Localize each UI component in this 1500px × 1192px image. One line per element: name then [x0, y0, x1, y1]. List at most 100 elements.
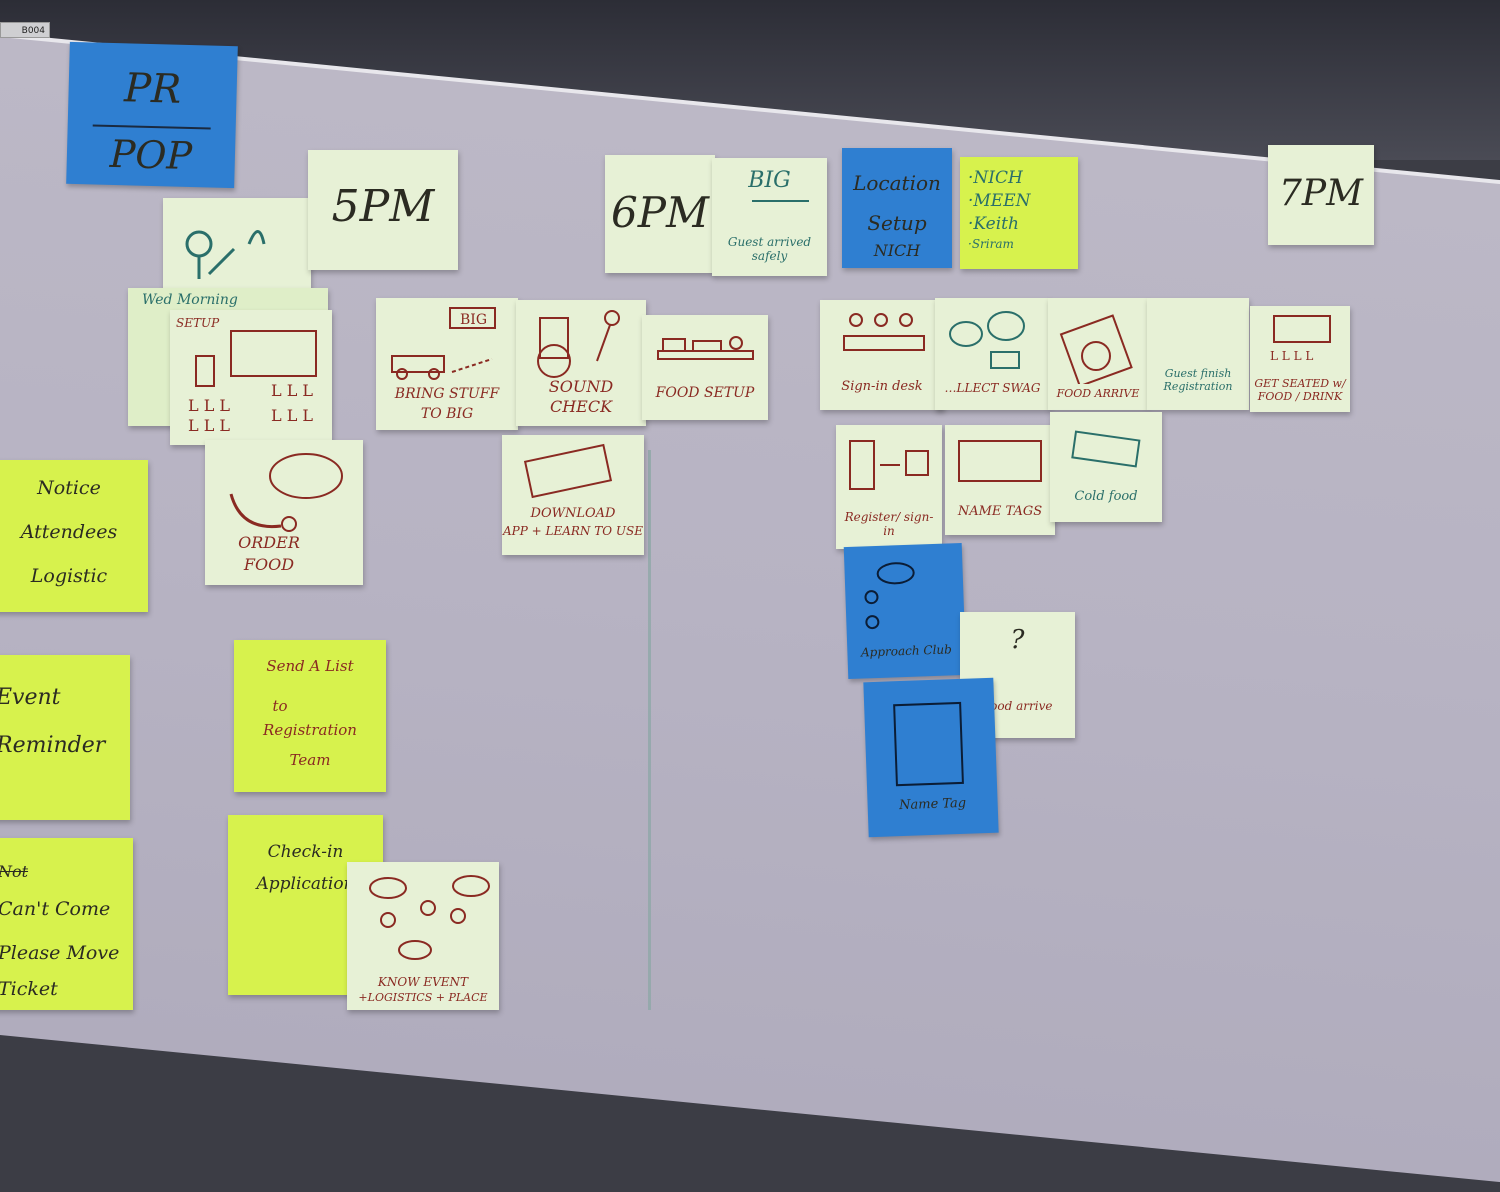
note-bring-stuff[interactable]: BIG BRING STUFF TO BIG [376, 298, 518, 430]
sketch [893, 701, 964, 787]
note-get-seated[interactable]: L L L L GET SEATED w/ FOOD / DRINK [1250, 306, 1350, 412]
note-text: Check-in [267, 842, 344, 862]
note-text: Ticket [0, 978, 58, 1000]
note-text: 5PM [331, 181, 435, 232]
note-5pm[interactable]: 5PM [308, 150, 458, 270]
note-text: Wed Morning [142, 292, 238, 308]
sketch [843, 313, 925, 351]
note-event-reminder[interactable]: Event Reminder [0, 655, 130, 820]
sketch [369, 875, 490, 960]
svg-text:L L L: L L L [271, 381, 313, 400]
note-text: NAME TAGS [957, 504, 1043, 519]
sketch: L L L L [1270, 315, 1331, 363]
sketch [1059, 314, 1133, 384]
note-send-list[interactable]: Send A List to Registration Team [234, 640, 386, 792]
note-text: PR [123, 65, 182, 113]
note-food-setup[interactable]: FOOD SETUP [642, 315, 768, 420]
board-tag: B004 [0, 22, 50, 38]
note-text: NICH [873, 241, 921, 260]
note-text: TO BIG [420, 406, 474, 422]
note-text: KNOW EVENT [377, 975, 469, 989]
note-text: Registration [263, 721, 357, 739]
team-name: ·Keith [968, 213, 1019, 234]
note-text: Name Tag [898, 795, 967, 814]
note-sound-check[interactable]: SOUND CHECK [516, 300, 646, 426]
note-text: BRING STUFF [394, 386, 500, 402]
note-text: +LOGISTICS + PLACE [358, 991, 488, 1004]
note-name-tags[interactable]: NAME TAGS [945, 425, 1055, 535]
note-text: Reminder [0, 733, 106, 758]
sketch [185, 230, 266, 279]
note-approach-club[interactable]: Approach Club [843, 542, 967, 680]
note-6pm[interactable]: 6PM [605, 155, 715, 273]
divider [92, 124, 211, 130]
note-team-names[interactable]: ·NICH ·MEEN ·Keith ·Sriram [960, 157, 1078, 269]
note-text: SOUND [548, 377, 614, 396]
note-cant-come[interactable]: Not Can't Come Please Move Ticket [0, 838, 133, 1010]
note-location-setup[interactable]: Location Setup NICH [842, 148, 952, 268]
note-text: Cold food [1074, 489, 1138, 504]
note-text: Approach Club [860, 642, 953, 660]
sketch: BIG [391, 307, 496, 380]
note-know-event[interactable]: KNOW EVENT +LOGISTICS + PLACE [347, 862, 499, 1010]
note-pr-pop[interactable]: PR POP [66, 41, 238, 189]
note-text: ORDER [238, 533, 300, 552]
note-text: …LLECT SWAG [944, 381, 1041, 395]
note-text: Guest arrived safely [727, 235, 812, 263]
note-collect-swag[interactable]: …LLECT SWAG [935, 298, 1050, 410]
note-text: FOOD ARRIVE [1056, 387, 1140, 400]
note-food-arrive[interactable]: FOOD ARRIVE [1048, 298, 1148, 410]
svg-text:L L L: L L L [188, 416, 230, 435]
team-list: ·NICH ·MEEN ·Keith ·Sriram [968, 167, 1031, 252]
sketch [849, 440, 929, 490]
note-text: Not [0, 862, 29, 881]
note-text: Sign-in desk [841, 379, 923, 394]
note-text: DOWNLOAD [530, 506, 616, 521]
svg-text:L L L: L L L [271, 406, 313, 425]
sketch [523, 443, 613, 499]
note-text: ? [1010, 625, 1025, 655]
note-text: Can't Come [0, 898, 111, 920]
note-name-tag-blue[interactable]: Name Tag [863, 677, 999, 838]
note-text: Setup [867, 211, 927, 235]
note-text: Guest finish Registration [1163, 367, 1233, 393]
note-text: Notice [37, 477, 101, 499]
note-cold-food[interactable]: Cold food [1050, 412, 1162, 522]
sketch [949, 311, 1025, 369]
note-7pm[interactable]: 7PM [1268, 145, 1374, 245]
note-text: 6PM [611, 188, 709, 237]
note-sketch-bulb[interactable] [163, 198, 311, 298]
note-text: BIG [748, 168, 791, 193]
note-guest-arrived[interactable]: BIG Guest arrived safely [712, 158, 827, 276]
note-order-food[interactable]: ORDER FOOD [205, 440, 363, 585]
note-text: Send A List [266, 657, 354, 675]
note-text: APP + LEARN TO USE [503, 524, 643, 538]
note-notice-attendees[interactable]: Notice Attendees Logistic [0, 460, 148, 612]
note-text: Attendees [20, 521, 118, 543]
sketch: L L L L L L L L L L L L [188, 330, 317, 435]
sketch [229, 453, 343, 532]
note-text: SETUP [176, 316, 220, 330]
svg-text:L L L: L L L [188, 396, 230, 415]
sketch [864, 562, 915, 630]
note-text: 7PM [1279, 173, 1363, 214]
note-text: Location [853, 171, 941, 195]
note-text: GET SEATED w/ FOOD / DRINK [1254, 377, 1346, 403]
team-name: ·NICH [968, 168, 1023, 188]
note-guest-finish[interactable]: Guest finish Registration [1147, 298, 1249, 410]
note-text: Application [256, 874, 355, 894]
svg-text:L L L L: L L L L [1270, 349, 1313, 363]
team-name: ·MEEN [968, 190, 1031, 211]
note-text: FOOD SETUP [655, 385, 755, 401]
note-text: CHECK [549, 397, 613, 416]
note-register-sign-in[interactable]: Register/ sign-in [836, 425, 942, 549]
note-setup[interactable]: SETUP L L L L L L L L L L L L [170, 310, 332, 445]
note-text: to [272, 697, 288, 715]
note-text: Team [289, 751, 331, 769]
sketch [657, 336, 754, 360]
note-download-app[interactable]: DOWNLOAD APP + LEARN TO USE [502, 435, 644, 555]
sketch [1071, 430, 1141, 468]
note-text: Logistic [30, 565, 108, 587]
note-sign-in-desk[interactable]: Sign-in desk [820, 300, 944, 410]
note-text: FOOD [243, 555, 295, 574]
